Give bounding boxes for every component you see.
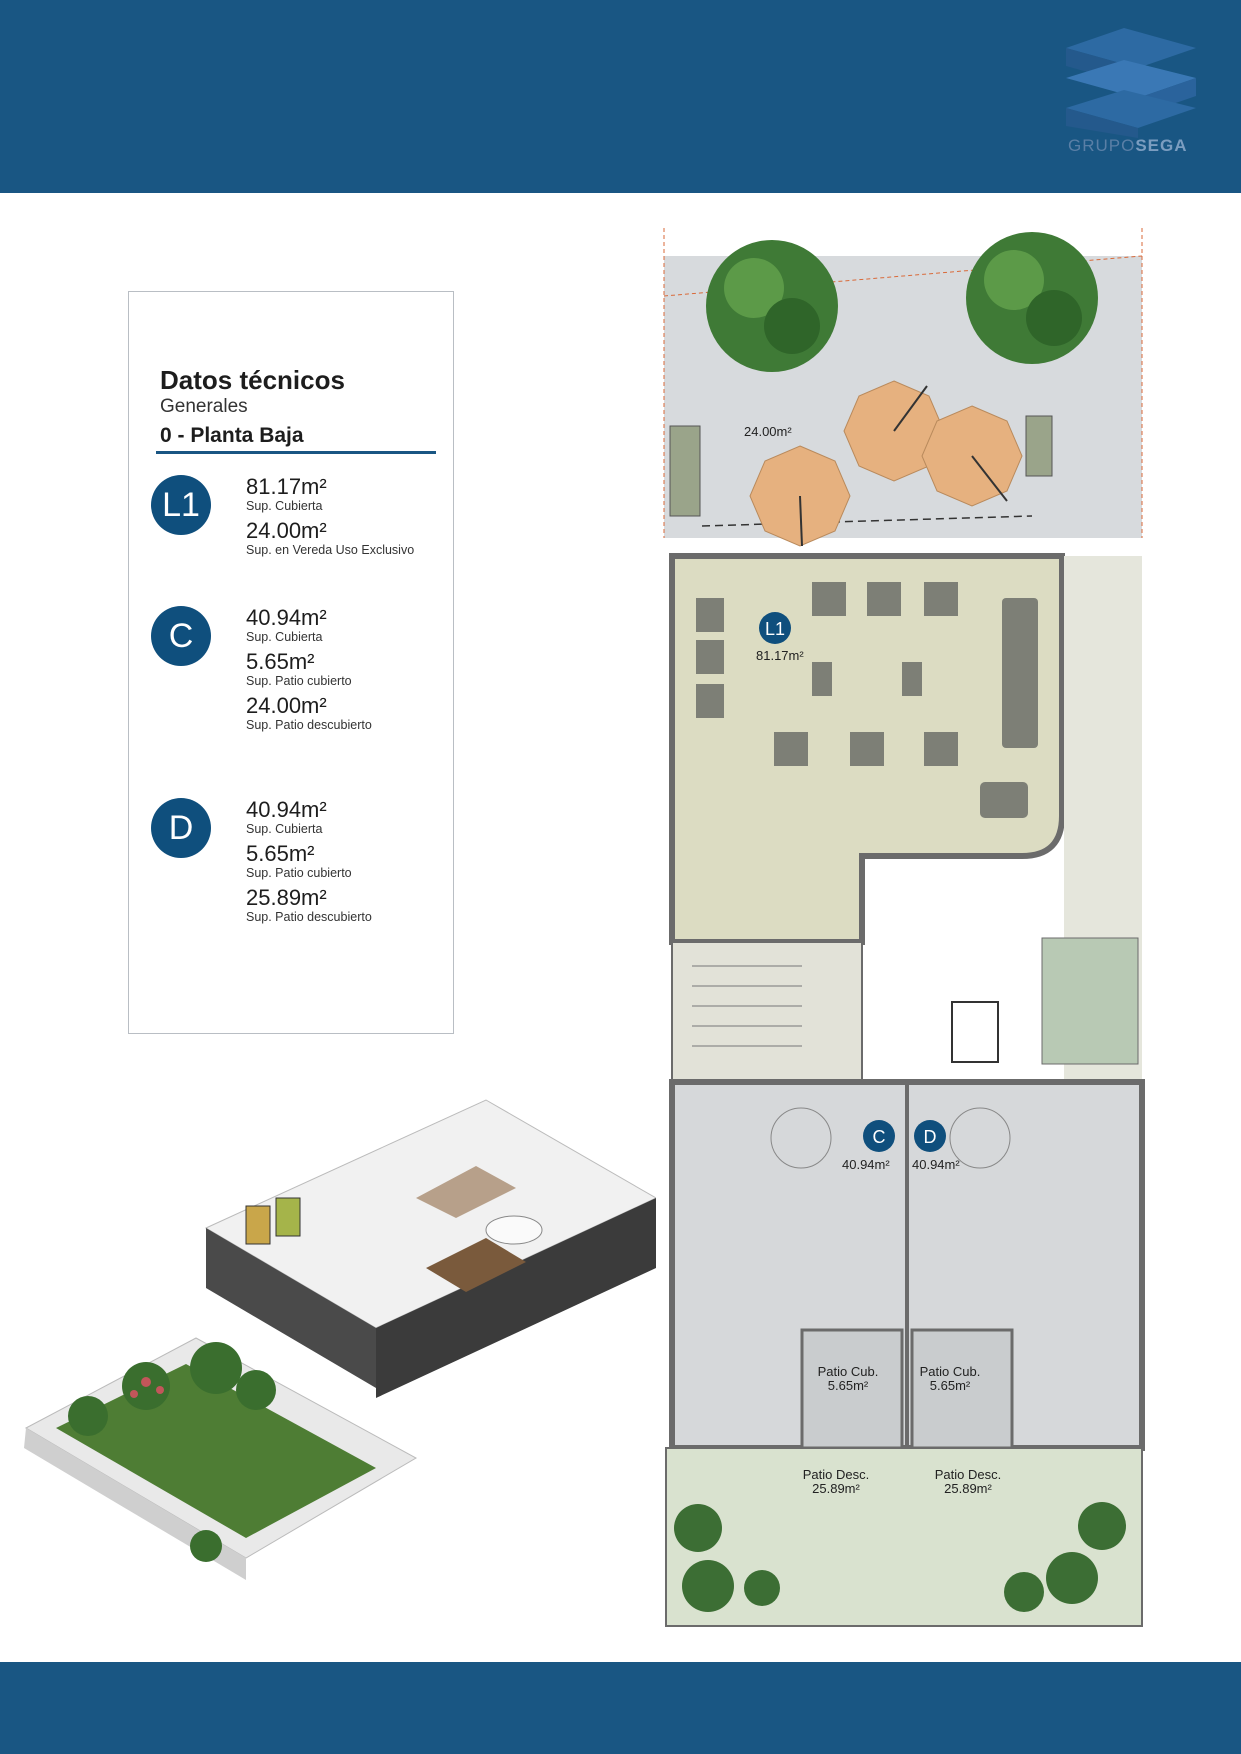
panel-title: Datos técnicos [160,365,345,395]
unit-value: 81.17m² [246,474,327,499]
unit-value: 40.94m² [246,797,327,822]
unit-d-marker [914,1120,946,1152]
unit-label: Sup. Cubierta [246,499,323,513]
umbrella-icon [921,405,1023,507]
technical-data-panel: Datos técnicos Generales 0 - Planta Baja… [128,291,454,1034]
unit-badge: D [151,798,211,858]
panel-subtitle: Generales [160,396,248,417]
unit-d-area: 40.94m² [912,1157,960,1172]
patio-desc-d-label: Patio Desc. [935,1467,1001,1482]
umbrella-icon [843,380,945,482]
unit-l1-badge: L1 [765,619,785,639]
umbrella-icon [749,445,851,547]
unit-value: 25.89m² [246,885,327,910]
unit-badge: L1 [151,475,211,535]
unit-l1-area: 81.17m² [756,648,804,663]
patio-desc-c-label: Patio Desc. [803,1467,869,1482]
header-band [0,0,1241,193]
floor-plan: 24.00m² L1 81.17m² C 40.94m² D 40.94m² P… [663,228,1145,1627]
patio-cub-d-label: Patio Cub. [920,1364,981,1379]
unit-value: 5.65m² [246,841,315,866]
unit-label: Sup. Patio cubierto [246,674,352,688]
logo-wordmark: GRUPOSEGA [1068,136,1188,155]
unit-value: 5.65m² [246,649,315,674]
tree-icon [706,240,838,372]
unit-label: Sup. Patio descubierto [246,718,372,732]
unit-d-badge: D [924,1127,937,1147]
unit-label: Sup. Patio cubierto [246,866,352,880]
grupo-sega-logo-icon [1066,28,1196,138]
unit-value: 24.00m² [246,518,327,543]
panel-divider [156,451,436,454]
patio-cub-c-label: Patio Cub. [818,1364,879,1379]
sidewalk-area-label: 24.00m² [744,424,792,439]
unit-label: Sup. Cubierta [246,822,323,836]
unit-c-badge: C [873,1127,886,1147]
panel-level: 0 - Planta Baja [160,424,304,447]
patio-desc-c-area: 25.89m² [812,1481,860,1496]
isometric-apartment-render [24,1099,656,1580]
footer-band [0,1662,1241,1754]
unit-badge: C [151,606,211,666]
unit-c-area: 40.94m² [842,1157,890,1172]
elevator-icon [951,1001,999,1063]
unit-value: 40.94m² [246,605,327,630]
patio-cub-d-area: 5.65m² [930,1378,971,1393]
patio-cub-c-area: 5.65m² [828,1378,869,1393]
unit-label: Sup. Patio descubierto [246,910,372,924]
unit-label: Sup. Cubierta [246,630,323,644]
unit-label: Sup. en Vereda Uso Exclusivo [246,543,415,557]
palm-icon [674,1504,780,1612]
unit-value: 24.00m² [246,693,327,718]
palm-icon [1004,1502,1126,1612]
unit-l1-marker [759,612,791,644]
tree-icon [966,232,1098,364]
patio-desc-d-area: 25.89m² [944,1481,992,1496]
unit-c-marker [863,1120,895,1152]
